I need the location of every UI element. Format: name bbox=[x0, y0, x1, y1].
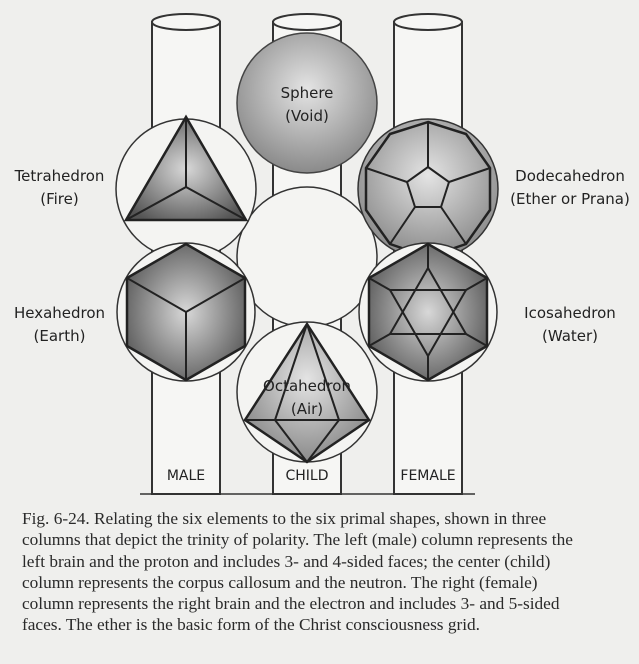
caption-line: faces. The ether is the basic form of th… bbox=[22, 615, 480, 635]
shape-name: Sphere bbox=[280, 84, 334, 102]
tetrahedron-label: Tetrahedron (Fire) bbox=[2, 165, 117, 211]
figure-caption: Fig. 6-24. Relating the six elements to … bbox=[22, 508, 632, 636]
dodecahedron-shape bbox=[357, 118, 499, 260]
caption-line: left brain and the proton and includes 3… bbox=[22, 551, 551, 571]
icosahedron-label: Icosahedron (Water) bbox=[510, 302, 630, 348]
shape-name: Dodecahedron bbox=[515, 167, 625, 185]
element-name: (Water) bbox=[541, 327, 599, 345]
element-name: (Earth) bbox=[33, 327, 86, 345]
element-name: (Fire) bbox=[40, 190, 79, 208]
hexahedron-shape bbox=[116, 242, 256, 382]
octahedron-label: Octahedron (Air) bbox=[257, 375, 357, 421]
female-column-label: FEMALE bbox=[400, 468, 456, 484]
octahedron-shape bbox=[236, 321, 378, 464]
caption-line: column represents the corpus callosum an… bbox=[22, 572, 538, 592]
caption-line: columns that depict the trinity of polar… bbox=[22, 530, 573, 550]
shape-name: Hexahedron bbox=[13, 304, 106, 322]
sphere-shape bbox=[236, 32, 378, 174]
tetrahedron-shape bbox=[115, 114, 257, 260]
caption-line: column represents the right brain and th… bbox=[22, 594, 560, 614]
element-name: (Air) bbox=[290, 400, 324, 418]
caption-line: Fig. 6-24. Relating the six elements to … bbox=[22, 509, 547, 528]
element-name: (Ether or Prana) bbox=[510, 190, 630, 208]
hexahedron-label: Hexahedron (Earth) bbox=[2, 302, 117, 348]
sphere-label: Sphere (Void) bbox=[265, 82, 349, 128]
child-column-label: CHILD bbox=[285, 468, 329, 484]
shape-name: Tetrahedron bbox=[14, 167, 105, 185]
icosahedron-shape bbox=[358, 242, 498, 382]
shape-name: Octahedron bbox=[263, 377, 351, 395]
element-name: (Void) bbox=[285, 107, 329, 125]
male-column-label: MALE bbox=[166, 468, 206, 484]
child-circle bbox=[236, 186, 378, 328]
dodecahedron-label: Dodecahedron (Ether or Prana) bbox=[505, 165, 635, 211]
shape-name: Icosahedron bbox=[524, 304, 616, 322]
